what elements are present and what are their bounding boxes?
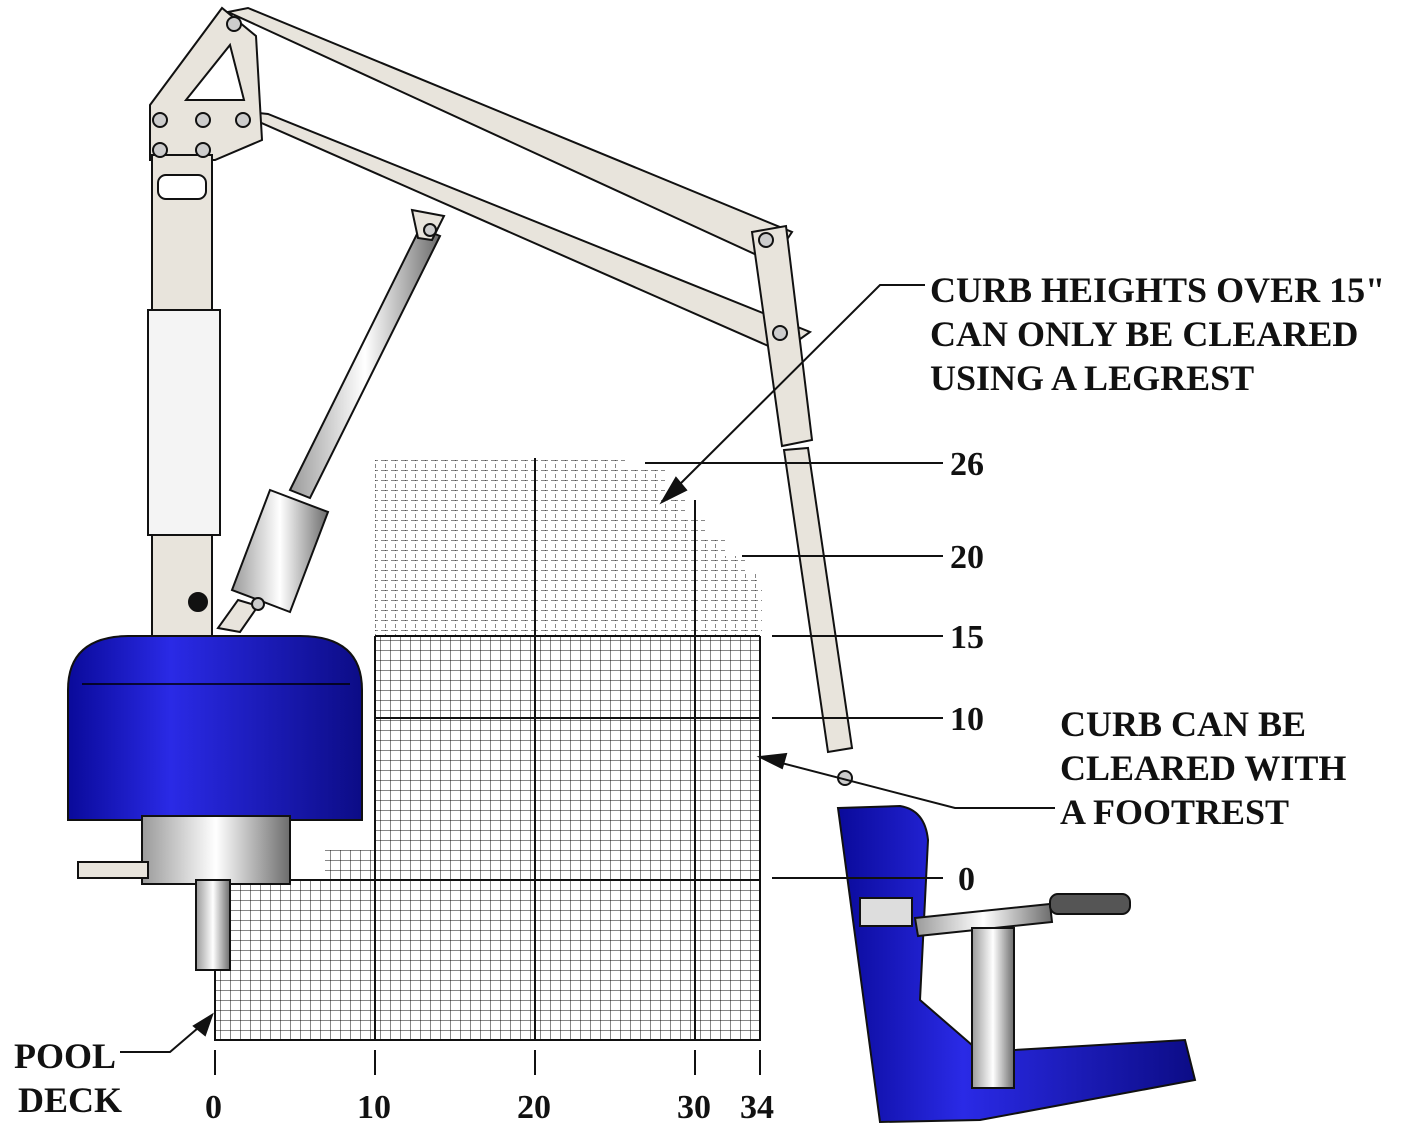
footrest-note-line-1: CURB CAN BE [1060, 704, 1306, 744]
blue-base-housing [67, 635, 363, 971]
callout-arrows [120, 284, 1055, 1053]
legrest-note-line-1: CURB HEIGHTS OVER 15" [930, 270, 1385, 310]
width-tick-10: 10 [357, 1089, 391, 1126]
footrest-note-line-2: CLEARED WITH [1060, 748, 1346, 788]
height-tick-10: 10 [950, 701, 984, 738]
pool-deck-label-line-1: POOL [14, 1036, 116, 1076]
height-leaders [645, 462, 943, 879]
legrest-note-line-2: CAN ONLY BE CLEARED [930, 314, 1358, 354]
height-tick-20: 20 [950, 539, 984, 576]
width-tick-0: 0 [205, 1089, 222, 1126]
height-tick-15: 15 [950, 619, 984, 656]
width-tick-20: 20 [517, 1089, 551, 1126]
lift-frame [147, 6, 854, 754]
height-tick-26: 26 [950, 446, 984, 483]
clearance-grid [214, 458, 762, 1041]
blue-seat [836, 804, 1197, 1124]
legrest-note-line-3: USING A LEGREST [930, 358, 1254, 398]
width-tick-34: 34 [740, 1089, 774, 1126]
footrest-note-line-3: A FOOTREST [1060, 792, 1289, 832]
height-tick-0: 0 [958, 861, 975, 898]
width-ticks [214, 1050, 761, 1075]
pool-deck-label-line-2: DECK [18, 1080, 122, 1120]
width-tick-30: 30 [677, 1089, 711, 1126]
